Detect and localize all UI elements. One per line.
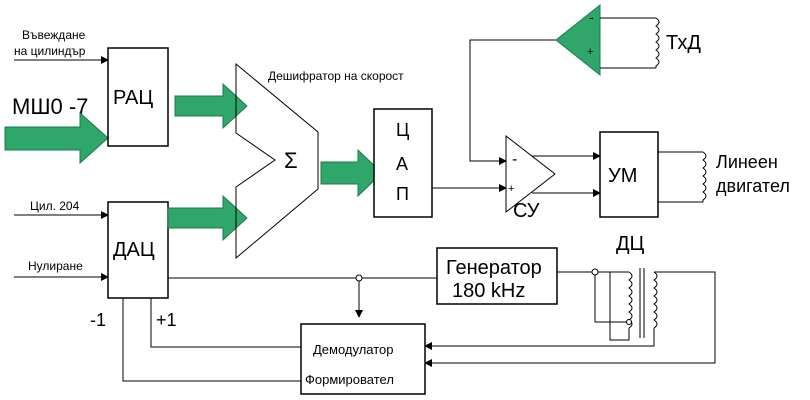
demod-block [300,323,426,395]
decoder-shape [235,62,319,260]
txd-label: ТхД [666,32,701,54]
input-cylinder-label-2: на цилиндър [14,44,86,58]
demod-label-1: Демодулатор [313,342,394,357]
su-plus: + [508,183,514,195]
txd-amplifier [555,3,601,77]
txd-amp-minus: - [589,9,594,25]
dc-primary-left [609,272,630,341]
junction-node-1 [355,274,363,282]
cap-block [373,108,433,218]
dac-block [107,201,169,299]
dc-secondary-coil [653,271,658,329]
motor-label-2: двигател [716,176,790,196]
txd-amp-plus: + [587,46,593,58]
su-minus: - [512,151,517,168]
su-comparator [505,134,556,214]
dc-secondary-top [424,271,716,367]
cap-letter-2: А [396,154,408,174]
txd-coil [655,17,660,68]
nulirane-label: Нулиране [28,259,83,273]
plus-one-label: +1 [156,310,177,330]
dc-secondary-bottom [424,328,655,350]
junction-node-2 [591,268,599,276]
cap-letter-3: П [396,184,409,204]
decoder-to-cap-arrow [320,148,383,198]
su-label: СУ [513,200,540,222]
minus-one-label: -1 [90,310,106,330]
um-label: УМ [608,165,637,187]
input-cylinder-label-1: Въвеждане [22,28,86,42]
rac-label: РАЦ [113,87,153,109]
decoder-label: Дешифратор на скорост [268,69,404,83]
sigma-label: Σ [284,148,298,173]
cil204-label: Цил. 204 [30,199,80,213]
msh-label: МШ0 -7 [12,94,88,119]
demod-to-dac-plus [150,298,301,348]
um-block [599,131,659,218]
msh-arrow [4,111,109,165]
generator-block [436,247,558,305]
dac-label: ДАЦ [113,239,155,261]
generator-label-1: Генератор [446,257,542,279]
motor-label-1: Линеен [716,152,778,172]
demod-to-dac-minus [122,298,301,382]
dc-label: ДЦ [616,233,645,255]
dac-to-decoder-arrow [167,194,248,242]
rac-block [107,47,169,147]
dc-primary-dot [626,319,632,325]
txd-feedback-line [469,39,556,165]
rac-to-decoder-arrow [174,82,248,130]
cap-letter-1: Ц [396,120,409,140]
dc-primary-loop [594,275,629,323]
motor-coil [702,151,707,202]
demod-label-2: Формировател [305,372,394,387]
generator-label-2: 180 kHz [452,280,525,302]
